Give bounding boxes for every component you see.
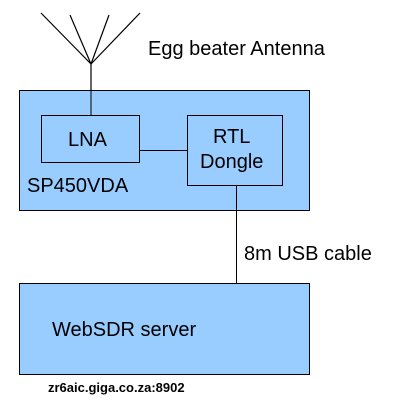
enclosure-label: SP450VDA — [27, 175, 129, 197]
lna-box — [41, 115, 140, 163]
lna-label: LNA — [68, 129, 107, 151]
dongle-label-line1: RTL — [213, 126, 251, 148]
antenna-label: Egg beater Antenna — [148, 38, 325, 60]
server-box — [19, 283, 310, 375]
antenna-icon — [40, 12, 141, 90]
dongle-label-line2: Dongle — [200, 151, 264, 173]
footer-address: zr6aic.giga.co.za:8902 — [48, 380, 185, 395]
server-label: WebSDR server — [52, 319, 197, 341]
cable-label: 8m USB cable — [244, 243, 372, 265]
dongle-box — [187, 115, 283, 186]
